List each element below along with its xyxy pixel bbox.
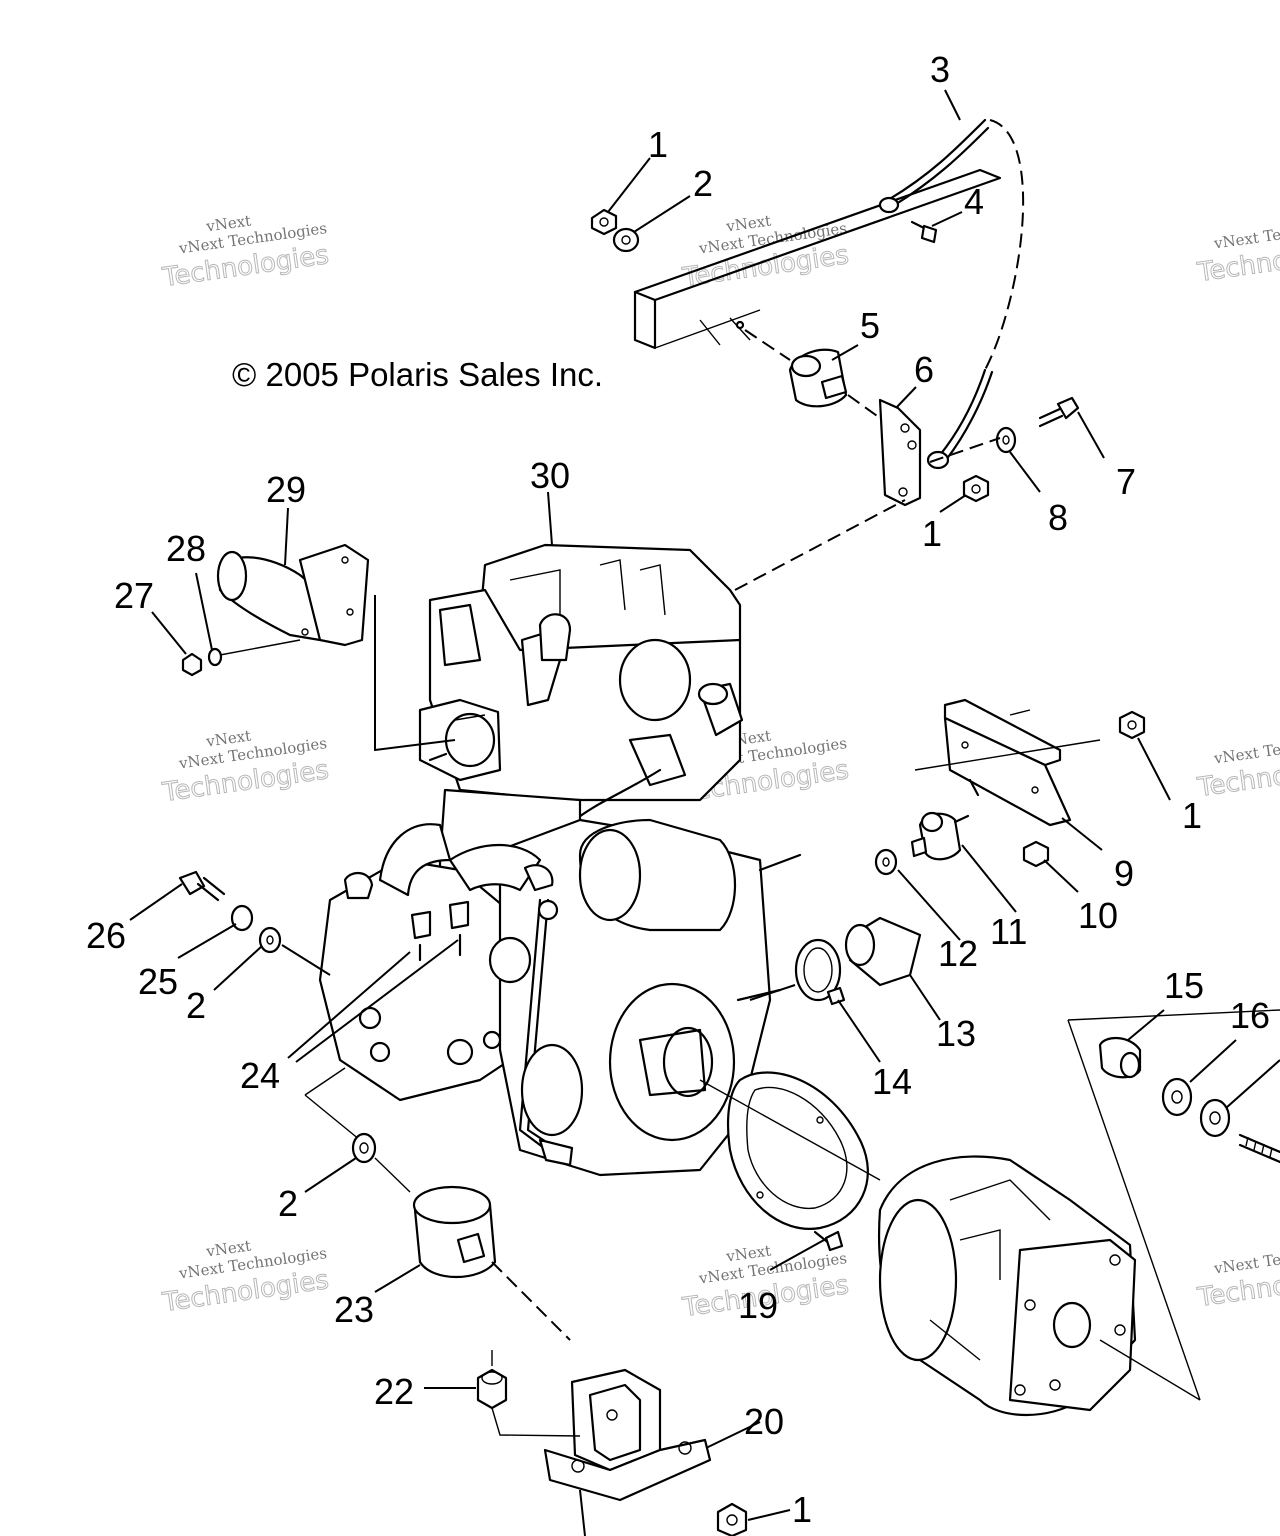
callout-22: 22 [374,1371,414,1412]
part-9-mount-plate [914,698,1101,827]
callout-2-top: 2 [693,163,713,204]
leader-lines [129,89,1280,1521]
part-23-rubber-mount [412,1185,497,1279]
part-26-bolt [178,870,226,902]
callout-labels: 1 2 3 4 5 6 7 8 1 30 29 28 27 1 9 10 11 … [86,49,1270,1530]
part-28-washer [207,647,223,667]
part-29-intake-elbow [216,543,456,762]
part-25-lockwasher [230,904,254,932]
part-lockwasher-right [1199,1098,1231,1138]
callout-26: 26 [86,915,126,956]
svg-text:vNext Technologies: vNext Technologies [1212,214,1280,253]
leader-2-23 [374,1157,411,1193]
part-20-mount-bracket [543,1368,712,1536]
callout-7: 7 [1116,461,1136,502]
watermark-low-left: vNext vNext Technologies Technologies [160,1236,332,1318]
watermark-top-left: vNext vNext Technologies Technologies [160,211,332,293]
callout-4: 4 [964,181,984,222]
part-7-bolt [1038,396,1080,428]
part-4-screw [910,220,938,244]
copyright-text: © 2005 Polaris Sales Inc. [232,356,603,393]
part-2-top-washer [612,227,640,253]
callout-20: 20 [744,1401,784,1442]
callout-16: 16 [1230,995,1270,1036]
part-15-spacer [1098,1037,1142,1079]
svg-text:vNext Technologies: vNext Technologies [1212,1239,1280,1278]
part-13-sleeve [844,916,922,987]
callout-2-low: 2 [278,1183,298,1224]
svg-text:vNext Technologies: vNext Technologies [1212,729,1280,768]
callout-2-left: 2 [186,985,206,1026]
callout-30: 30 [530,455,570,496]
leader-right-diagonal-2 [1099,1339,1201,1401]
callout-1-bottom: 1 [792,1489,812,1530]
leader-right-top-edge [1067,1009,1280,1021]
callout-8: 8 [1048,497,1068,538]
leader-28-29 [219,639,301,656]
part-30-engine [318,543,802,1177]
callout-29: 29 [266,469,306,510]
part-2-low-washer [351,1132,377,1164]
callout-10: 10 [1078,895,1118,936]
part-6-bracket [878,398,922,507]
leader-dash-6-engine [734,499,906,591]
callout-12: 12 [938,933,978,974]
callout-19: 19 [738,1285,778,1326]
callout-1-right: 1 [1182,795,1202,836]
part-1-mid-nut [962,474,990,503]
callout-1-mid: 1 [922,513,942,554]
callout-9: 9 [1114,853,1134,894]
part-clutch-housing [877,1155,1137,1416]
callout-28: 28 [166,528,206,569]
part-22-nut [476,1350,581,1437]
callout-3: 3 [930,49,950,90]
part-11-rubber-mount [910,811,970,861]
leader-2-left [281,944,331,976]
leader-right-diagonal-1 [1067,1019,1201,1401]
callout-14: 14 [872,1061,912,1102]
watermark-top-right: vNext Technologies Technologies [1195,214,1280,289]
callout-25: 25 [138,961,178,1002]
callout-15: 15 [1164,965,1204,1006]
watermark-mid-right: vNext Technologies Technologies [1195,729,1280,804]
callout-23: 23 [334,1289,374,1330]
part-12-washer [874,848,898,876]
part-16-washer [1161,1077,1193,1117]
leader-dash-7 [929,437,1001,463]
part-27-nut [181,652,203,677]
watermark-low-right: vNext Technologies Technologies [1195,1239,1280,1314]
callout-13: 13 [936,1013,976,1054]
part-1-right-nut [1118,710,1146,740]
callout-5: 5 [860,305,880,346]
leader-14-engine [749,984,796,1001]
part-5-rubber-mount [744,329,881,419]
part-bolt-right [1238,1133,1280,1164]
callout-24: 24 [240,1055,280,1096]
part-1-bottom-nut [716,1502,748,1536]
part-2-left-washer [258,926,282,954]
leader-dash-23-20 [491,1261,571,1341]
leader-shaft-housing [699,1079,881,1181]
callout-1-top: 1 [648,124,668,165]
leader-engine-bottom-2 [304,1094,361,1141]
callout-11: 11 [990,911,1027,952]
part-19-seal-plate [726,1071,869,1252]
watermark-mid-left: vNext vNext Technologies Technologies [160,726,332,808]
part-8-washer [995,426,1017,454]
callout-6: 6 [914,349,934,390]
part-1-top-nut [590,208,618,236]
leader-engine-bottom [304,1067,346,1096]
frame-rail-top [633,168,1002,350]
callout-27: 27 [114,575,154,616]
part-10-flange-nut [1022,840,1050,868]
part-14-hose-clamp [794,938,846,1006]
